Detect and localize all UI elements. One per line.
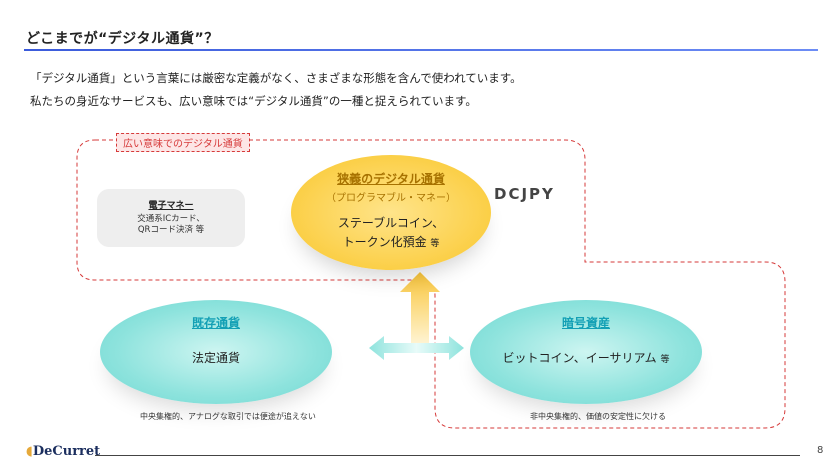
company-logo: ◖DeCurret	[26, 444, 100, 459]
dcjpy-logo: DCJPY	[494, 185, 555, 203]
legacy-heading: 既存通貨	[191, 316, 240, 330]
narrow-digital-currency-ellipse: 狭義のデジタル通貨 （プログラマブル・マネー） ステーブルコイン、 トークン化預…	[291, 155, 491, 270]
page-number: 8	[817, 445, 824, 456]
legacy-currency-ellipse: 既存通貨 法定通貨	[100, 300, 332, 404]
intro-paragraph-2: 私たちの身近なサービスも、広い意味では“デジタル通貨”の一種と捉えられています。	[30, 94, 477, 108]
narrow-body: ステーブルコイン、 トークン化預金 等	[291, 214, 491, 252]
page-title: どこまでが“デジタル通貨”？	[26, 31, 219, 47]
narrow-suffix: 等	[430, 238, 440, 249]
crypto-body-wrap: ビットコイン、イーサリアム 等	[470, 349, 702, 366]
emoney-examples: 交通系ICカード、 QRコード決済 等	[97, 214, 245, 237]
legacy-body: 法定通貨	[191, 351, 240, 365]
emoney-line-2: QRコード決済 等	[137, 225, 205, 236]
footer-line	[95, 455, 800, 456]
emoney-line-1: 交通系ICカード、	[137, 214, 205, 224]
double-arrow	[369, 336, 464, 360]
emoney-box: 電子マネー 交通系ICカード、 QRコード決済 等	[97, 189, 245, 247]
crypto-suffix: 等	[660, 355, 670, 365]
up-arrow	[400, 272, 440, 347]
legacy-note: 中央集権的、アナログな取引では便途が追えない	[140, 412, 316, 421]
narrow-line-2: トークン化預金	[342, 234, 427, 249]
crypto-asset-ellipse: 暗号資産 ビットコイン、イーサリアム 等	[470, 300, 702, 404]
logo-mark-icon: ◖	[26, 444, 33, 459]
narrow-line-1: ステーブルコイン、	[337, 216, 445, 230]
broad-digital-currency-label: 広い意味でのデジタル通貨	[116, 133, 250, 152]
crypto-heading: 暗号資産	[561, 316, 610, 330]
logo-text: DeCurret	[32, 444, 101, 459]
broad-region-outline	[76, 139, 786, 429]
crypto-note: 非中央集権的、価値の安定性に欠ける	[530, 412, 666, 421]
emoney-title: 電子マネー	[148, 201, 194, 211]
narrow-heading: 狭義のデジタル通貨	[337, 172, 445, 186]
narrow-line-2-wrap: トークン化預金 等	[291, 233, 491, 252]
intro-paragraph-1: 「デジタル通貨」という言葉には厳密な定義がなく、さまざまな形態を含んで使われてい…	[30, 71, 522, 85]
crypto-body: ビットコイン、イーサリアム	[502, 351, 657, 365]
narrow-subheading: （プログラマブル・マネー）	[326, 193, 456, 204]
title-rule	[24, 49, 818, 51]
